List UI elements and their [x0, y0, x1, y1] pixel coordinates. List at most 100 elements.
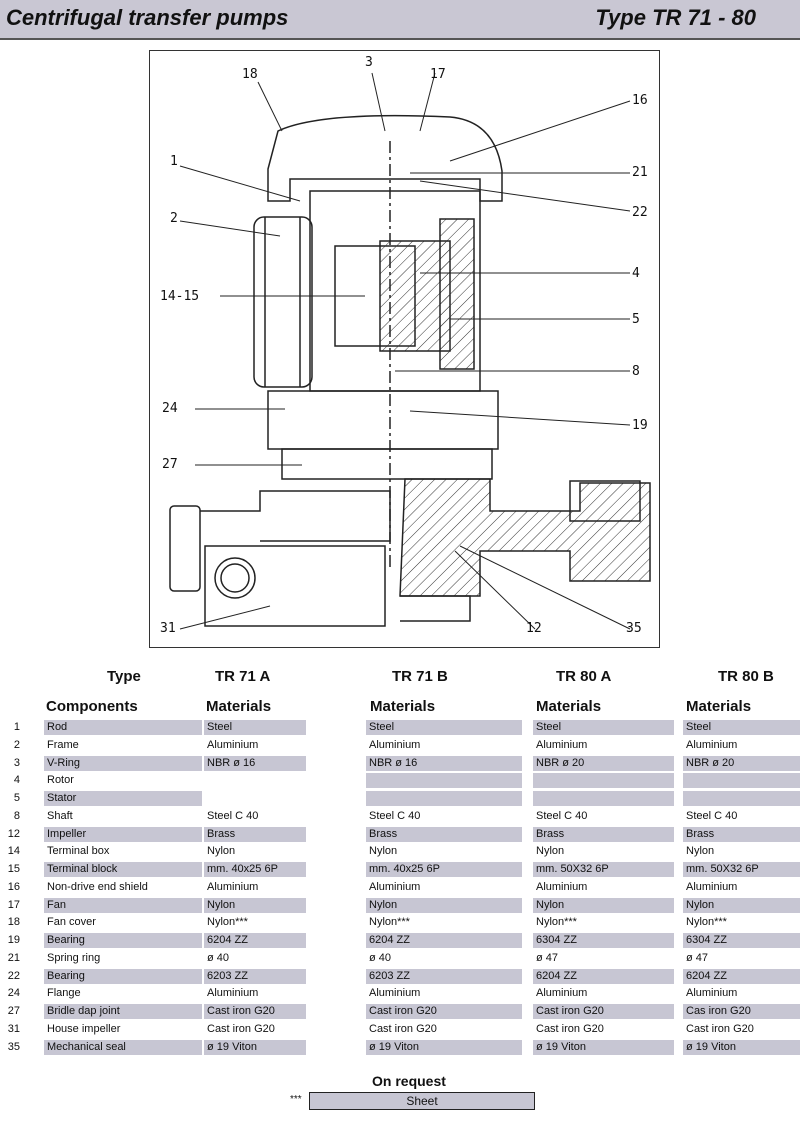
part-number: 31 [7, 1022, 20, 1035]
material-cell: mm. 50X32 6P [683, 862, 800, 877]
material-cell [683, 791, 800, 806]
material-cell [204, 791, 306, 806]
component-name: Fan [44, 897, 202, 913]
material-cell: NBR ø 20 [683, 755, 800, 771]
material-cell: Nylon [366, 897, 522, 913]
page-title: Centrifugal transfer pumps [6, 5, 289, 30]
pump-section-svg [169, 72, 651, 630]
part-number: 3 [13, 756, 20, 769]
sheet-box: Sheet [309, 1092, 535, 1110]
material-cell: Brass [683, 826, 800, 842]
material-cell [533, 773, 674, 789]
table-row: 31 House impeller Cast iron G20 Cast iron G… [0, 1021, 800, 1038]
callout-27: 27 [162, 457, 178, 472]
component-name: Bridle dap joint [44, 1004, 202, 1019]
material-cell: Nylon*** [369, 916, 410, 929]
callout-31: 31 [160, 621, 176, 636]
callout-19: 19 [632, 418, 648, 433]
model-tr71b: TR 71 B [392, 668, 448, 685]
component-name: Rod [44, 720, 202, 735]
material-cell: Aluminium [536, 880, 588, 893]
part-number: 8 [13, 809, 20, 822]
material-cell: Nylon [369, 845, 398, 858]
material-cell: 6204 ZZ [366, 933, 522, 948]
material-cell: Aluminium [536, 987, 588, 1000]
material-cell: Brass [366, 826, 522, 842]
part-number: 2 [13, 738, 20, 751]
component-name: Rotor [47, 774, 74, 787]
material-cell: Steel [683, 720, 800, 735]
callout-22: 22 [632, 205, 648, 220]
component-name: Bearing [44, 968, 202, 984]
material-cell: Cast iron G20 [686, 1022, 754, 1035]
part-number: 35 [7, 1040, 20, 1053]
component-name: Bearing [44, 933, 202, 948]
callout-4: 4 [632, 266, 640, 281]
part-number: 24 [7, 987, 20, 1000]
material-cell: Steel C 40 [536, 809, 588, 822]
components-header: Components [46, 698, 138, 715]
callout-21: 21 [632, 165, 648, 180]
callout-5: 5 [632, 312, 640, 327]
callout-35: 35 [626, 621, 642, 636]
callout-8: 8 [632, 364, 640, 379]
material-cell: ø 47 [686, 951, 709, 964]
component-name: Impeller [44, 826, 202, 842]
material-cell: Aluminium [686, 738, 738, 751]
material-cell: ø 19 Viton [683, 1039, 800, 1055]
material-cell: Nylon [533, 897, 674, 913]
material-cell: mm. 40x25 6P [204, 862, 306, 877]
callout-3: 3 [365, 55, 373, 70]
part-number: 15 [7, 863, 20, 875]
part-number: 1 [13, 721, 20, 733]
material-cell: NBR ø 16 [366, 755, 522, 771]
component-name: Fan cover [47, 916, 96, 929]
model-tr80b: TR 80 B [718, 668, 774, 685]
model-tr71a: TR 71 A [215, 668, 271, 685]
material-cell: Aluminium [207, 987, 259, 1000]
component-name: Terminal box [47, 845, 110, 858]
callout-24: 24 [162, 401, 178, 416]
material-cell: NBR ø 20 [533, 755, 674, 771]
part-number: 12 [7, 827, 20, 840]
part-number: 27 [7, 1005, 20, 1017]
part-number: 19 [7, 934, 20, 946]
material-cell: Aluminium [369, 987, 421, 1000]
callout-17: 17 [430, 67, 446, 82]
callout-1: 1 [170, 154, 178, 169]
material-cell: Aluminium [207, 880, 259, 893]
materials-header-3: Materials [536, 698, 602, 715]
material-cell [204, 773, 306, 788]
material-cell [366, 791, 522, 806]
material-cell: Cast iron G20 [536, 1022, 604, 1035]
component-name: Mechanical seal [44, 1039, 202, 1055]
on-request-label: On request [372, 1073, 446, 1089]
material-cell: Nylon [686, 845, 715, 858]
material-cell: Aluminium [369, 880, 421, 893]
material-cell: Aluminium [207, 738, 259, 751]
material-cell: ø 19 Viton [366, 1039, 522, 1055]
material-cell: Steel C 40 [686, 809, 738, 822]
material-cell: ø 40 [207, 951, 230, 964]
material-cell: ø 19 Viton [204, 1039, 306, 1055]
callout-12: 12 [526, 621, 542, 636]
component-name: House impeller [47, 1022, 121, 1035]
component-name: Stator [44, 791, 202, 806]
material-cell: Steel [204, 720, 306, 735]
materials-header-1: Materials [206, 698, 272, 715]
material-cell [366, 773, 522, 789]
material-cell: Steel C 40 [369, 809, 421, 822]
